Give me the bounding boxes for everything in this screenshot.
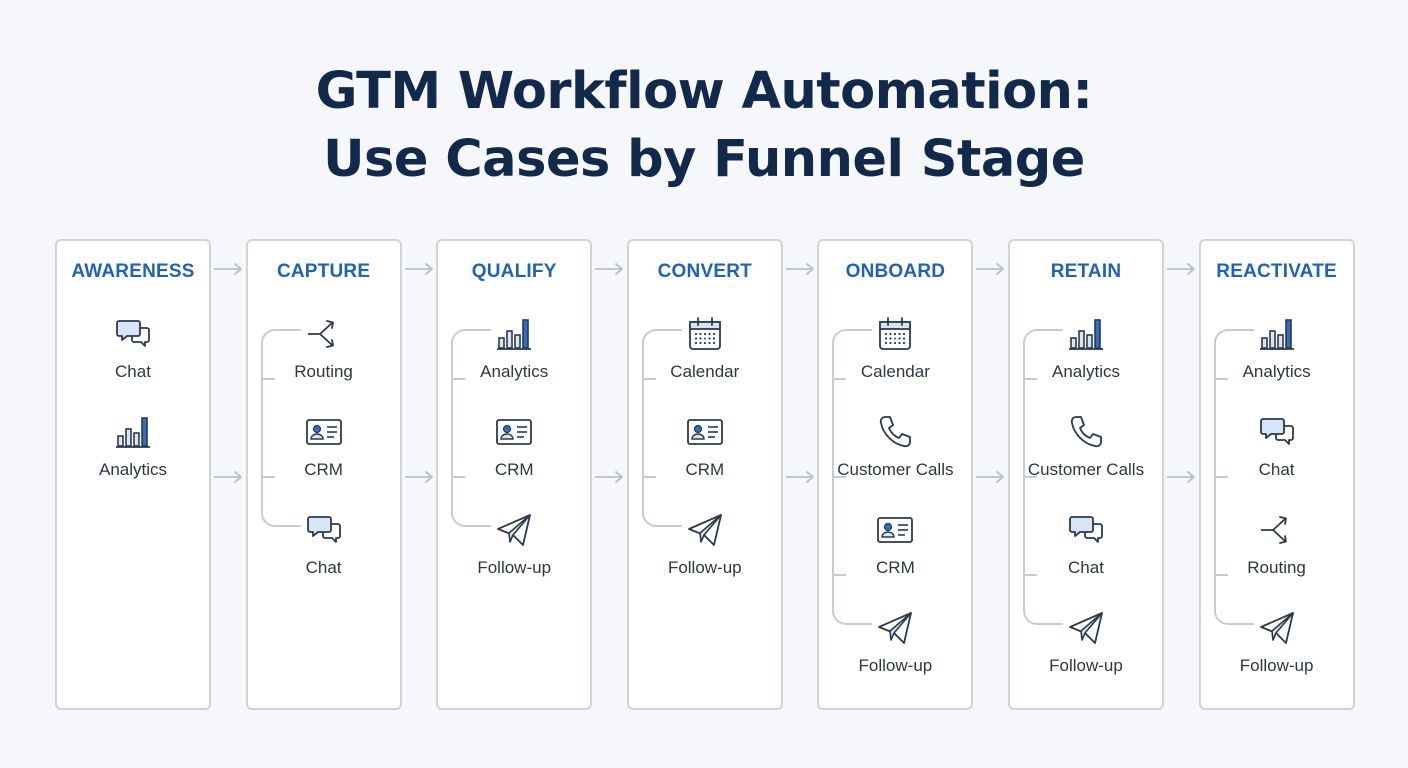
flow-arrow-bottom: [1166, 470, 1196, 484]
item-bracket: [260, 329, 301, 527]
bracket-tick: [832, 476, 847, 478]
use-case-label: CRM: [494, 460, 534, 479]
chat-icon: [305, 511, 343, 549]
use-case-label: Routing: [294, 362, 353, 381]
use-case-label: Routing: [1247, 558, 1306, 577]
diagram-title: GTM Workflow Automation: Use Cases by Fu…: [0, 58, 1408, 194]
bracket-tick: [641, 476, 656, 478]
analytics-icon: [495, 315, 533, 353]
item-bracket: [641, 329, 682, 527]
analytics-icon: [1067, 315, 1105, 353]
stage-name: CONVERT: [657, 261, 752, 282]
flow-arrow-top: [975, 262, 1005, 276]
use-case-label: Chat: [115, 362, 151, 381]
flow-arrow-bottom: [404, 470, 434, 484]
bracket-tick: [260, 378, 275, 380]
bracket-tick: [1023, 476, 1037, 478]
flow-arrow-bottom: [785, 470, 815, 484]
follow-up-icon: [495, 511, 533, 549]
flow-arrow-top: [213, 262, 243, 276]
stage-name: QUALIFY: [471, 261, 557, 282]
use-case-label: Chat: [305, 558, 342, 577]
stage-name: RETAIN: [1050, 261, 1122, 282]
stage-name: AWARENESS: [71, 261, 195, 282]
calendar-icon: [686, 315, 724, 353]
chat-icon: [1067, 511, 1105, 549]
flow-arrow-top: [404, 262, 434, 276]
use-case-label: CRM: [876, 558, 915, 577]
use-case-label: Chat: [1258, 460, 1295, 479]
routing-icon: [305, 315, 343, 353]
bracket-tick: [1213, 378, 1228, 380]
follow-up-icon: [1258, 609, 1296, 647]
bracket-tick: [832, 574, 847, 576]
phone-icon: [876, 413, 914, 451]
flow-arrow-bottom: [213, 470, 243, 484]
use-case-label: Analytics: [1051, 362, 1121, 381]
stage-name: CAPTURE: [276, 261, 371, 282]
use-case-label: Follow-up: [1049, 656, 1123, 675]
chat-icon: [1258, 413, 1296, 451]
use-case-label: Follow-up: [477, 558, 552, 577]
use-case-label: Analytics: [1242, 362, 1311, 381]
bracket-tick: [1213, 574, 1228, 576]
use-case-label: Analytics: [480, 362, 549, 381]
analytics-icon: [114, 413, 152, 451]
use-case-label: Follow-up: [667, 558, 742, 577]
crm-icon: [686, 413, 724, 451]
use-case-label: CRM: [685, 460, 725, 479]
use-case-label: Customer Calls: [1027, 460, 1145, 479]
title-line-2: Use Cases by Funnel Stage: [323, 130, 1085, 189]
follow-up-icon: [686, 511, 724, 549]
crm-icon: [305, 413, 343, 451]
bracket-tick: [641, 378, 656, 380]
use-case-label: Follow-up: [1239, 656, 1314, 675]
chat-icon: [114, 315, 152, 353]
use-case-label: CRM: [304, 460, 343, 479]
bracket-tick: [832, 378, 847, 380]
flow-arrow-bottom: [975, 470, 1005, 484]
calendar-icon: [876, 315, 914, 353]
bracket-tick: [451, 476, 466, 478]
stage-name: REACTIVATE: [1216, 261, 1337, 282]
routing-icon: [1258, 511, 1296, 549]
bracket-tick: [1023, 574, 1037, 576]
crm-icon: [495, 413, 533, 451]
flow-arrow-top: [1166, 262, 1196, 276]
flow-arrow-bottom: [594, 470, 624, 484]
flow-arrow-top: [594, 262, 624, 276]
phone-icon: [1067, 413, 1105, 451]
title-line-1: GTM Workflow Automation:: [315, 62, 1093, 121]
bracket-tick: [260, 476, 275, 478]
bracket-tick: [1213, 476, 1228, 478]
follow-up-icon: [876, 609, 914, 647]
use-case-label: Chat: [1068, 558, 1104, 577]
use-case-label: Customer Calls: [837, 460, 954, 479]
crm-icon: [876, 511, 914, 549]
use-case-label: Follow-up: [858, 656, 933, 675]
bracket-tick: [451, 378, 466, 380]
bracket-tick: [1023, 378, 1037, 380]
use-case-label: Calendar: [670, 362, 740, 381]
use-case-label: Calendar: [860, 362, 930, 381]
follow-up-icon: [1067, 609, 1105, 647]
flow-arrow-top: [785, 262, 815, 276]
use-case-label: Analytics: [98, 460, 168, 479]
stage-name: ONBOARD: [845, 261, 946, 282]
analytics-icon: [1258, 315, 1296, 353]
item-bracket: [451, 329, 492, 527]
